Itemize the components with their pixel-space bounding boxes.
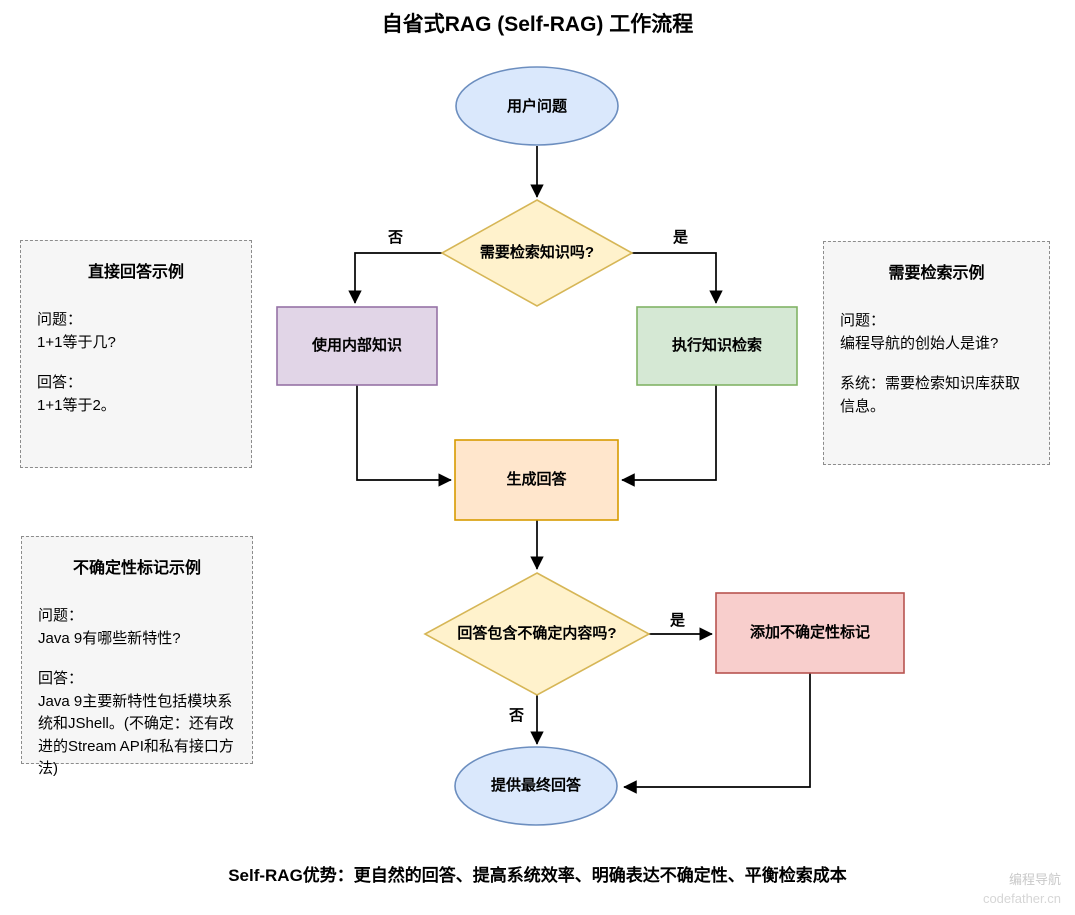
edge-label-yes-1: 是 [671, 229, 691, 246]
edge-label-yes-2: 是 [668, 612, 688, 629]
edge-decision1-no [348, 252, 442, 304]
uncertainty-marker-example-answer: 回答： Java 9主要新特性包括模块系统和JShell。(不确定：还有改进的S… [38, 670, 234, 777]
edge-internal-to-generate [356, 385, 452, 487]
watermark-url: codefather.cn [982, 891, 1061, 907]
need-retrieval-example-title: 需要检索示例 [888, 265, 985, 282]
advantages-footer: Self-RAG优势：更自然的回答、提高系统效率、明确表达不确定性、平衡检索成本 [228, 866, 847, 885]
final-node-shape [454, 746, 618, 826]
uncertainty-marker-example-question: 问题： Java 9有哪些新特性? [38, 607, 181, 647]
add-marker-shape [715, 592, 905, 674]
edge-retrieval-to-generate [621, 385, 717, 487]
direct-answer-example-title: 直接回答示例 [87, 264, 184, 281]
generate-shape [454, 439, 619, 521]
need-retrieval-example-box: 需要检索示例 问题： 编程导航的创始人是谁? 系统：需要检索知识库获取信息。 [823, 241, 1050, 465]
watermark: 编程导航 codefather.cn [983, 871, 1061, 909]
do-retrieval-shape [636, 306, 798, 386]
start-node-shape [455, 66, 619, 146]
direct-answer-example-question: 问题： 1+1等于几? [37, 311, 116, 351]
uncertainty-marker-example-box: 不确定性标记示例 问题： Java 9有哪些新特性? 回答： Java 9主要新… [21, 536, 253, 777]
edge-label-no-2: 否 [507, 707, 527, 724]
page-title: 自省式RAG (Self-RAG) 工作流程 [381, 13, 694, 36]
decision1-shape [440, 199, 634, 307]
direct-answer-example-answer: 回答： 1+1等于2。 [37, 374, 116, 414]
decision2-shape [423, 572, 651, 696]
uncertainty-marker-example-title: 不确定性标记示例 [72, 560, 201, 577]
edge-label-no-1: 否 [386, 229, 406, 246]
need-retrieval-example-answer: 系统：需要检索知识库获取信息。 [840, 375, 1021, 415]
direct-answer-example-box: 直接回答示例 问题： 1+1等于几? 回答： 1+1等于2。 [20, 240, 252, 468]
edge-decision1-yes [632, 252, 723, 304]
watermark-brand: 编程导航 [1008, 872, 1061, 888]
need-retrieval-example-question: 问题： 编程导航的创始人是谁? [840, 312, 999, 352]
use-internal-shape [276, 306, 438, 386]
edge-marker-to-final [623, 673, 811, 794]
connector-group [348, 146, 811, 794]
